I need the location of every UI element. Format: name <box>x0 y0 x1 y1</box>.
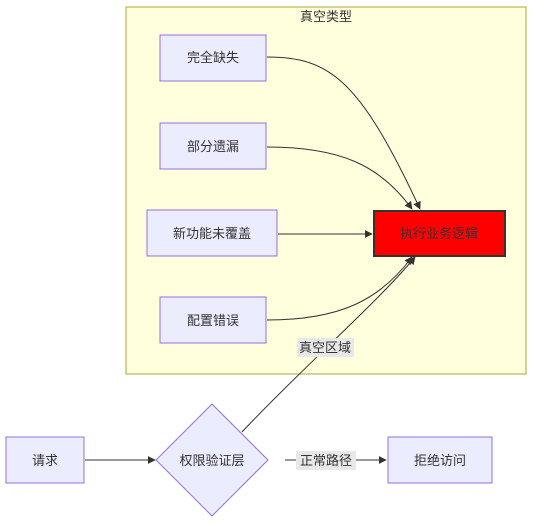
edge-label-background <box>296 451 356 470</box>
edge-label-text: 正常路径 <box>300 453 352 469</box>
node-label: 请求 <box>32 454 58 469</box>
node-label: 配置错误 <box>187 314 239 329</box>
node-label: 部分遗漏 <box>187 139 239 155</box>
edge-auth-to-execute-vacuum <box>241 256 416 433</box>
node-deny-access[interactable]: 拒绝访问 <box>387 436 493 484</box>
node-complete-missing[interactable]: 完全缺失 <box>159 34 267 82</box>
edge-partial-omission-to-execute <box>266 146 413 210</box>
node-box[interactable] <box>373 210 506 257</box>
edge-label-normal-path: 正常路径 <box>296 451 356 470</box>
node-execute-business-logic[interactable]: 执行业务逻辑 <box>373 210 506 257</box>
node-auth-layer[interactable]: 权限验证层 <box>155 403 269 517</box>
cluster-title: 真空类型 <box>300 10 352 25</box>
node-label: 拒绝访问 <box>414 453 466 469</box>
node-box[interactable] <box>146 209 278 257</box>
node-box[interactable] <box>5 436 85 484</box>
edge-misconfiguration-to-execute <box>266 256 413 321</box>
node-box[interactable] <box>387 436 493 484</box>
edge-label-background <box>297 338 354 357</box>
edge-complete-missing-to-execute <box>266 56 421 210</box>
node-label: 完全缺失 <box>187 50 239 66</box>
node-new-feature-uncovered[interactable]: 新功能未覆盖 <box>146 209 278 257</box>
node-request[interactable]: 请求 <box>5 436 85 484</box>
node-label: 执行业务逻辑 <box>400 226 478 242</box>
edge-label-text: 真空区域 <box>299 341 351 356</box>
node-box[interactable] <box>159 296 267 344</box>
decision-diamond[interactable] <box>155 403 269 517</box>
node-label: 新功能未覆盖 <box>173 226 251 242</box>
node-box[interactable] <box>159 34 267 82</box>
node-label: 权限验证层 <box>179 453 244 469</box>
node-misconfiguration[interactable]: 配置错误 <box>159 296 267 344</box>
edge-label-vacuum-zone: 真空区域 <box>297 338 354 357</box>
node-partial-omission[interactable]: 部分遗漏 <box>159 122 267 170</box>
node-box[interactable] <box>159 122 267 170</box>
